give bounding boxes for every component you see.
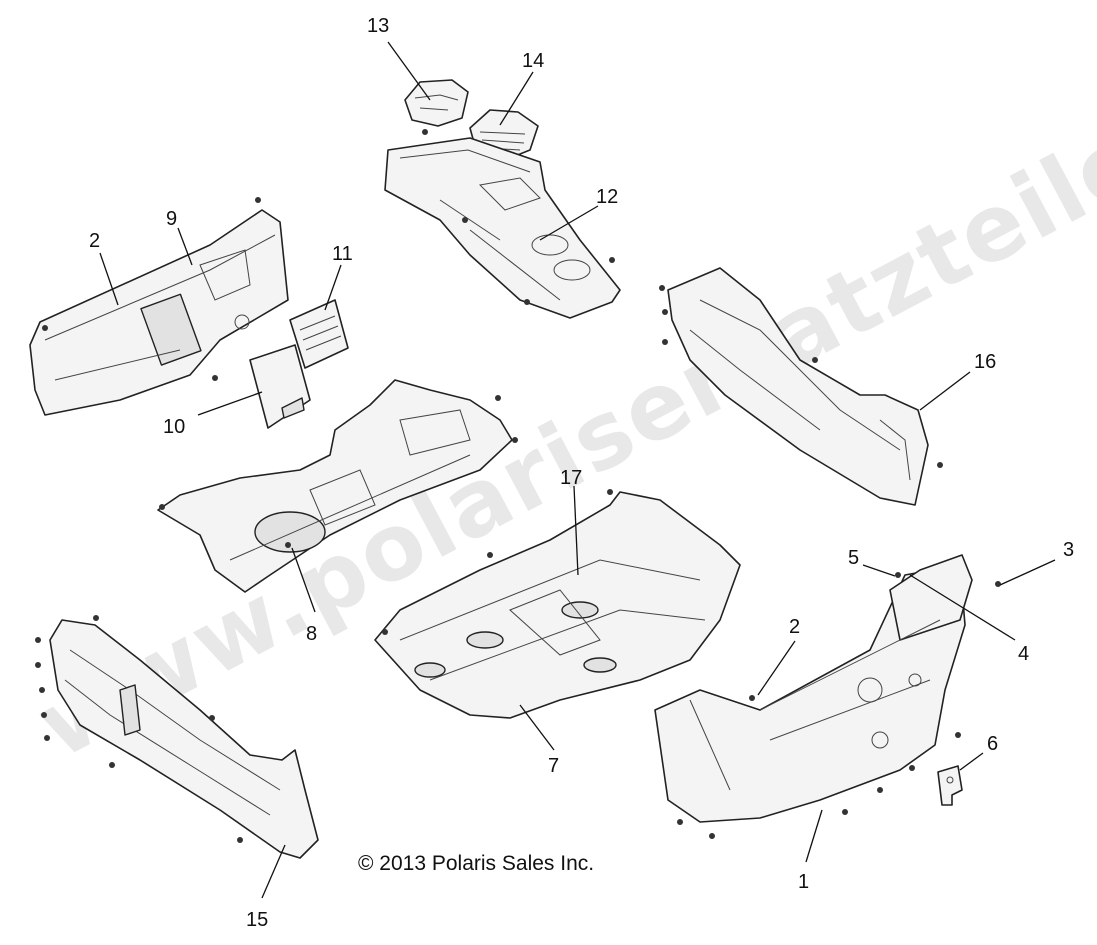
callout-8: 8 <box>306 623 317 645</box>
callout-4: 4 <box>1018 643 1029 665</box>
fasteners <box>35 129 1001 843</box>
part-11-access-cover <box>289 299 349 369</box>
callout-6: 6 <box>987 733 998 755</box>
leader-lines <box>99 41 1056 899</box>
callout-3: 3 <box>1063 539 1074 561</box>
part-8-floor-tray <box>157 379 513 593</box>
callout-11: 11 <box>332 243 353 265</box>
part-13-shifter-bezel <box>404 79 469 127</box>
callout-17: 17 <box>560 467 582 489</box>
callout-9: 9 <box>166 208 177 230</box>
callout-1: 1 <box>798 871 809 893</box>
part-9-panel <box>29 209 289 416</box>
callout-7: 7 <box>548 755 559 777</box>
callout-2-top: 2 <box>89 230 100 252</box>
part-1-rear-floor <box>654 554 973 823</box>
callout-labels: 13 14 12 2 9 11 10 16 17 8 7 15 2 3 4 5 … <box>89 15 1074 931</box>
callout-12: 12 <box>596 186 618 208</box>
callout-10: 10 <box>163 416 185 438</box>
part-6-bracket <box>937 765 963 806</box>
part-12-center-console <box>384 137 621 319</box>
part-15-left-side-panel <box>49 619 319 859</box>
callout-14: 14 <box>522 50 544 72</box>
callout-15: 15 <box>246 909 268 931</box>
callout-13: 13 <box>367 15 389 37</box>
copyright-text: © 2013 Polaris Sales Inc. <box>358 852 594 875</box>
callout-2-bottom: 2 <box>789 616 800 638</box>
callout-16: 16 <box>974 351 996 373</box>
part-16-right-side-panel <box>667 267 929 506</box>
part-7-floor-tub <box>374 491 741 719</box>
callout-5: 5 <box>848 547 859 569</box>
part-10-access-panel <box>249 344 311 429</box>
